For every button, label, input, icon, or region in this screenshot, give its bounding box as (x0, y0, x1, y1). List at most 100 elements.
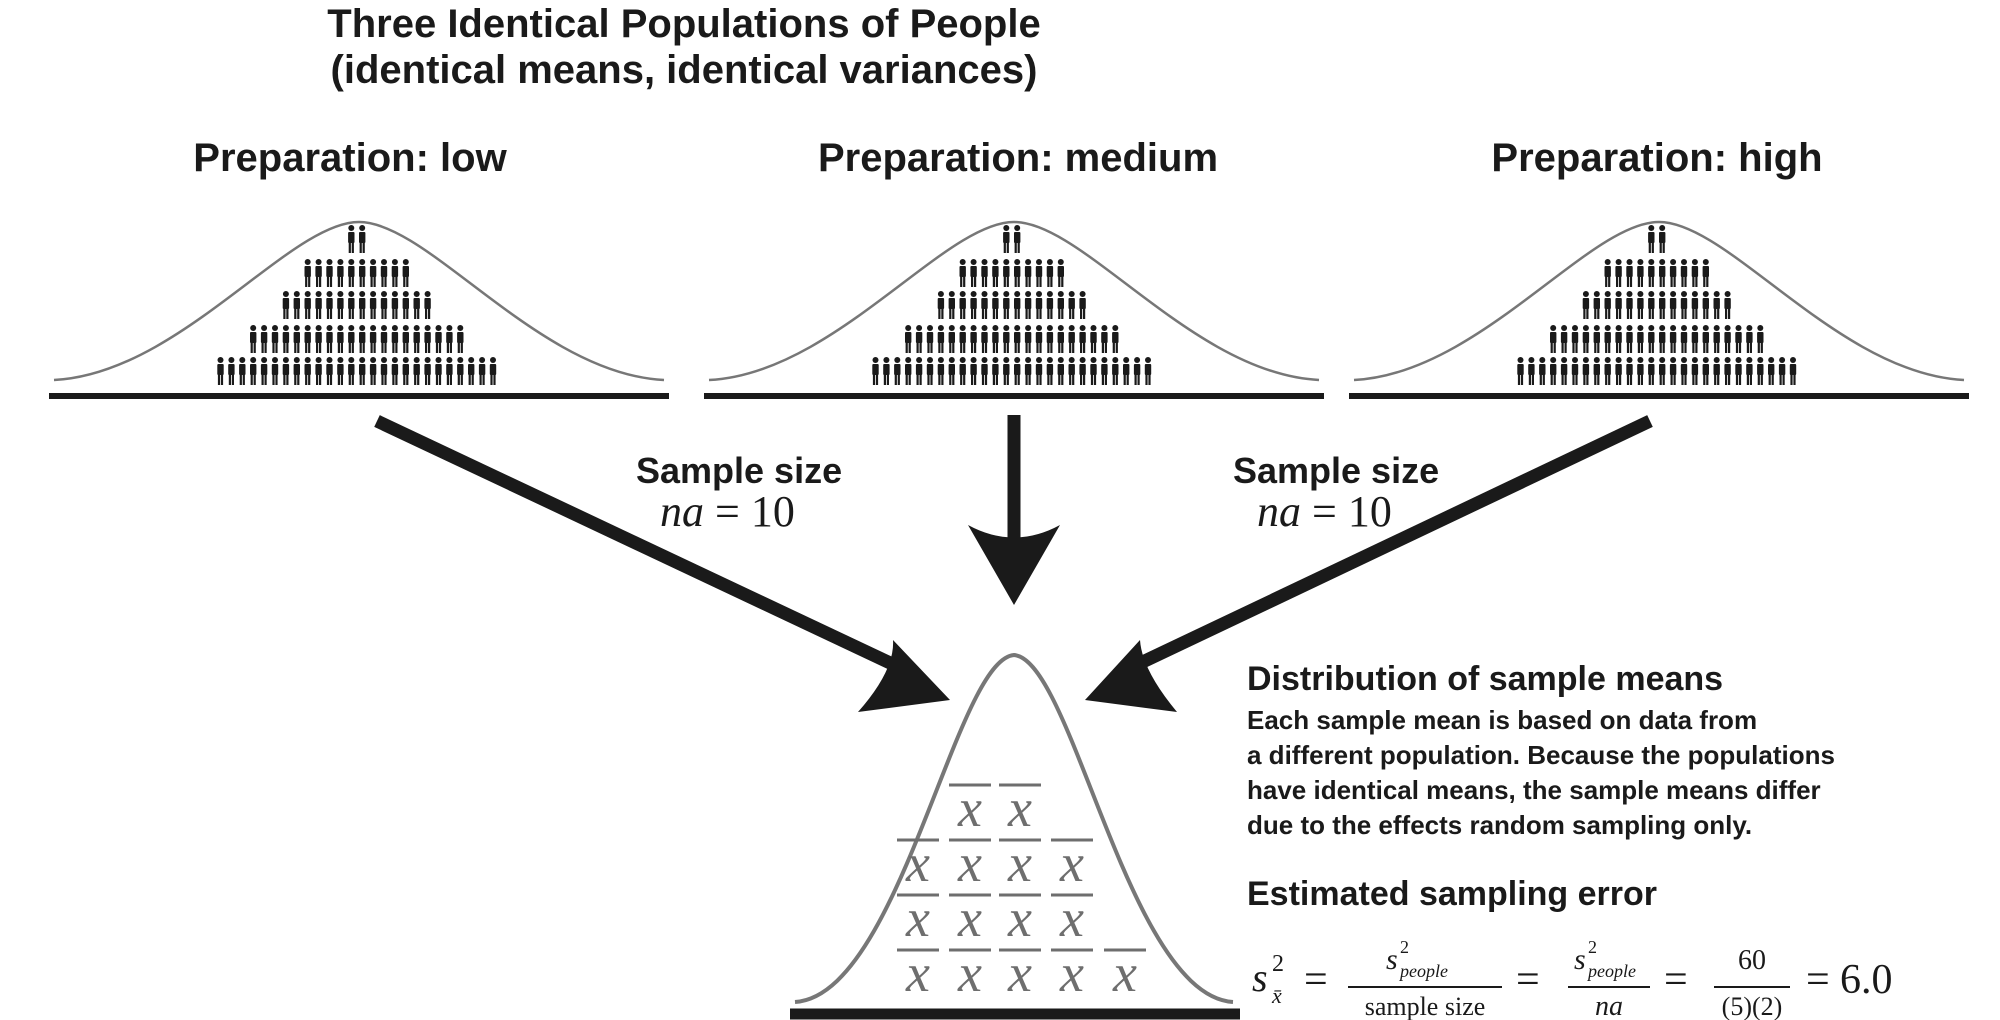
person-icon (1724, 325, 1731, 353)
person-icon (970, 325, 977, 353)
svg-text:x: x (1007, 833, 1032, 893)
person-icon (413, 357, 420, 385)
person-icon (915, 357, 923, 385)
population-curve (1353, 220, 1965, 382)
person-icon (304, 259, 311, 287)
sample-mean-symbol: x (1104, 943, 1146, 1003)
sample-size-label-left: Sample size (636, 450, 843, 491)
person-icon (1571, 357, 1579, 385)
person-icon (1637, 291, 1644, 319)
person-icon (446, 357, 453, 385)
person-icon (359, 291, 366, 319)
formula-frac1-den: sample size (1365, 992, 1486, 1020)
person-icon (1615, 291, 1622, 319)
formula-frac3-num: 60 (1738, 945, 1766, 976)
person-icon (1057, 259, 1064, 287)
person-icon (391, 325, 399, 353)
person-icon (1035, 291, 1043, 319)
formula-eq-2: = (1516, 957, 1540, 1003)
population-label-high: Preparation: high (1491, 136, 1823, 180)
person-icon (304, 291, 311, 319)
person-icon (894, 357, 901, 385)
person-icon (1003, 291, 1010, 319)
person-icon (1757, 325, 1764, 353)
person-icon (1057, 291, 1064, 319)
person-icon (1079, 325, 1086, 353)
person-icon (1604, 291, 1611, 319)
person-icon (1003, 357, 1010, 385)
person-icon (413, 291, 420, 319)
population-curve (53, 220, 665, 382)
person-icon (250, 357, 257, 385)
person-icon (282, 325, 290, 353)
panel-text-line: a different population. Because the popu… (1247, 740, 1835, 770)
person-icon (1079, 291, 1086, 319)
person-icon (1637, 259, 1644, 287)
panel-text-line: Each sample mean is based on data from (1247, 705, 1758, 735)
person-icon (992, 259, 999, 287)
formula-result: 6.0 (1840, 957, 1893, 1003)
person-icon (1648, 325, 1655, 353)
person-icon (359, 225, 366, 253)
person-icon (1691, 259, 1699, 287)
svg-text:x: x (1059, 888, 1084, 948)
person-icon (1068, 291, 1075, 319)
formula-lhs-sup: 2 (1272, 951, 1284, 977)
person-icon (1659, 357, 1666, 385)
person-icon (337, 325, 344, 353)
person-icon (304, 357, 311, 385)
person-icon (937, 291, 945, 319)
person-icon (402, 259, 409, 287)
person-icon (337, 291, 344, 319)
person-icon (1778, 357, 1786, 385)
person-icon (1068, 357, 1075, 385)
person-icon (883, 357, 890, 385)
person-icon (1046, 357, 1054, 385)
person-icon (1057, 325, 1064, 353)
person-icon (937, 325, 945, 353)
person-icon (1560, 325, 1568, 353)
person-icon (1648, 225, 1655, 253)
population-2 (704, 220, 1324, 399)
person-icon (1680, 259, 1688, 287)
person-icon (1735, 357, 1742, 385)
person-icon (424, 291, 431, 319)
svg-text:x: x (1007, 778, 1032, 838)
panel-text: Each sample mean is based on data from a… (1247, 703, 1927, 843)
populations (49, 220, 1969, 399)
person-icon (413, 325, 420, 353)
panel-text-line: have identical means, the sample means d… (1247, 775, 1821, 805)
person-icon (1713, 291, 1720, 319)
population-1 (49, 220, 669, 399)
person-icon (489, 357, 497, 385)
sample-mean-symbol: x (1051, 943, 1093, 1003)
person-icon (959, 325, 966, 353)
person-icon (468, 357, 475, 385)
person-icon (260, 357, 268, 385)
sample-mean-symbol: x (1051, 833, 1093, 893)
person-icon (1528, 357, 1535, 385)
person-icon (337, 259, 344, 287)
population-curve (708, 220, 1320, 382)
person-icon (1101, 357, 1108, 385)
person-icon (348, 325, 355, 353)
sample-mean-symbol: x (949, 943, 991, 1003)
sample-size-label-right: Sample size (1233, 450, 1440, 491)
person-icon (1648, 259, 1655, 287)
person-icon (1593, 291, 1600, 319)
sampling-error-heading: Estimated sampling error (1247, 875, 1658, 913)
person-icon (981, 259, 988, 287)
population-label-low: Preparation: low (193, 136, 507, 180)
person-icon (905, 357, 912, 385)
sampling-error-formula: s 2 x̄ = s 2 people sample size = s 2 pe… (1252, 937, 1893, 1020)
person-icon (1024, 291, 1032, 319)
sample-mean-symbol: x (999, 778, 1041, 838)
formula-eq-1: = (1304, 957, 1328, 1003)
sample-mean-symbol: x (897, 888, 939, 948)
person-icon (1746, 325, 1753, 353)
person-icon (1517, 357, 1524, 385)
person-icon (1713, 325, 1720, 353)
person-icon (981, 291, 988, 319)
person-icon (1003, 225, 1010, 253)
